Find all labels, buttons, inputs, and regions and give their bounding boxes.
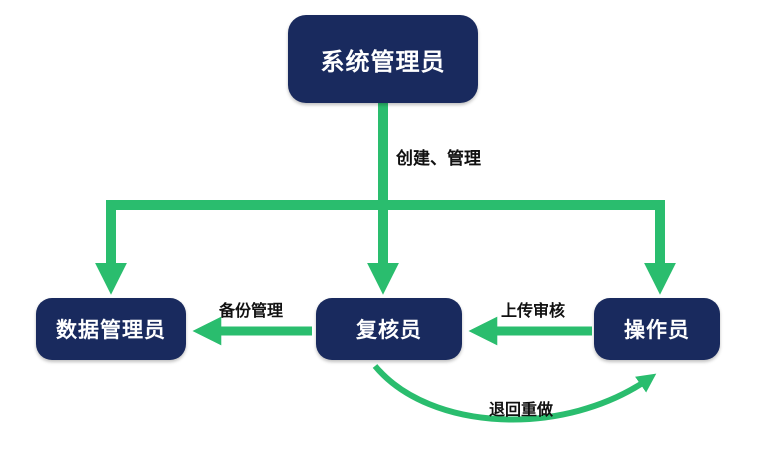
node-reviewer: 复核员 <box>316 298 462 360</box>
arrow-reviewer-to-operator-curve <box>372 364 657 423</box>
edge-label-redo: 退回重做 <box>488 402 553 419</box>
edge-label-create-manage: 创建、管理 <box>396 149 481 168</box>
node-reviewer-label: 复核员 <box>356 319 422 342</box>
node-data-admin: 数据管理员 <box>36 298 186 360</box>
node-system-admin-label: 系统管理员 <box>320 48 446 76</box>
edge-label-upload-review: 上传审核 <box>500 303 565 320</box>
edge-label-backup: 备份管理 <box>218 303 283 320</box>
node-system-admin: 系统管理员 <box>288 15 478 103</box>
node-operator-label: 操作员 <box>624 319 690 342</box>
node-data-admin-label: 数据管理员 <box>56 319 166 342</box>
node-operator: 操作员 <box>594 298 720 360</box>
